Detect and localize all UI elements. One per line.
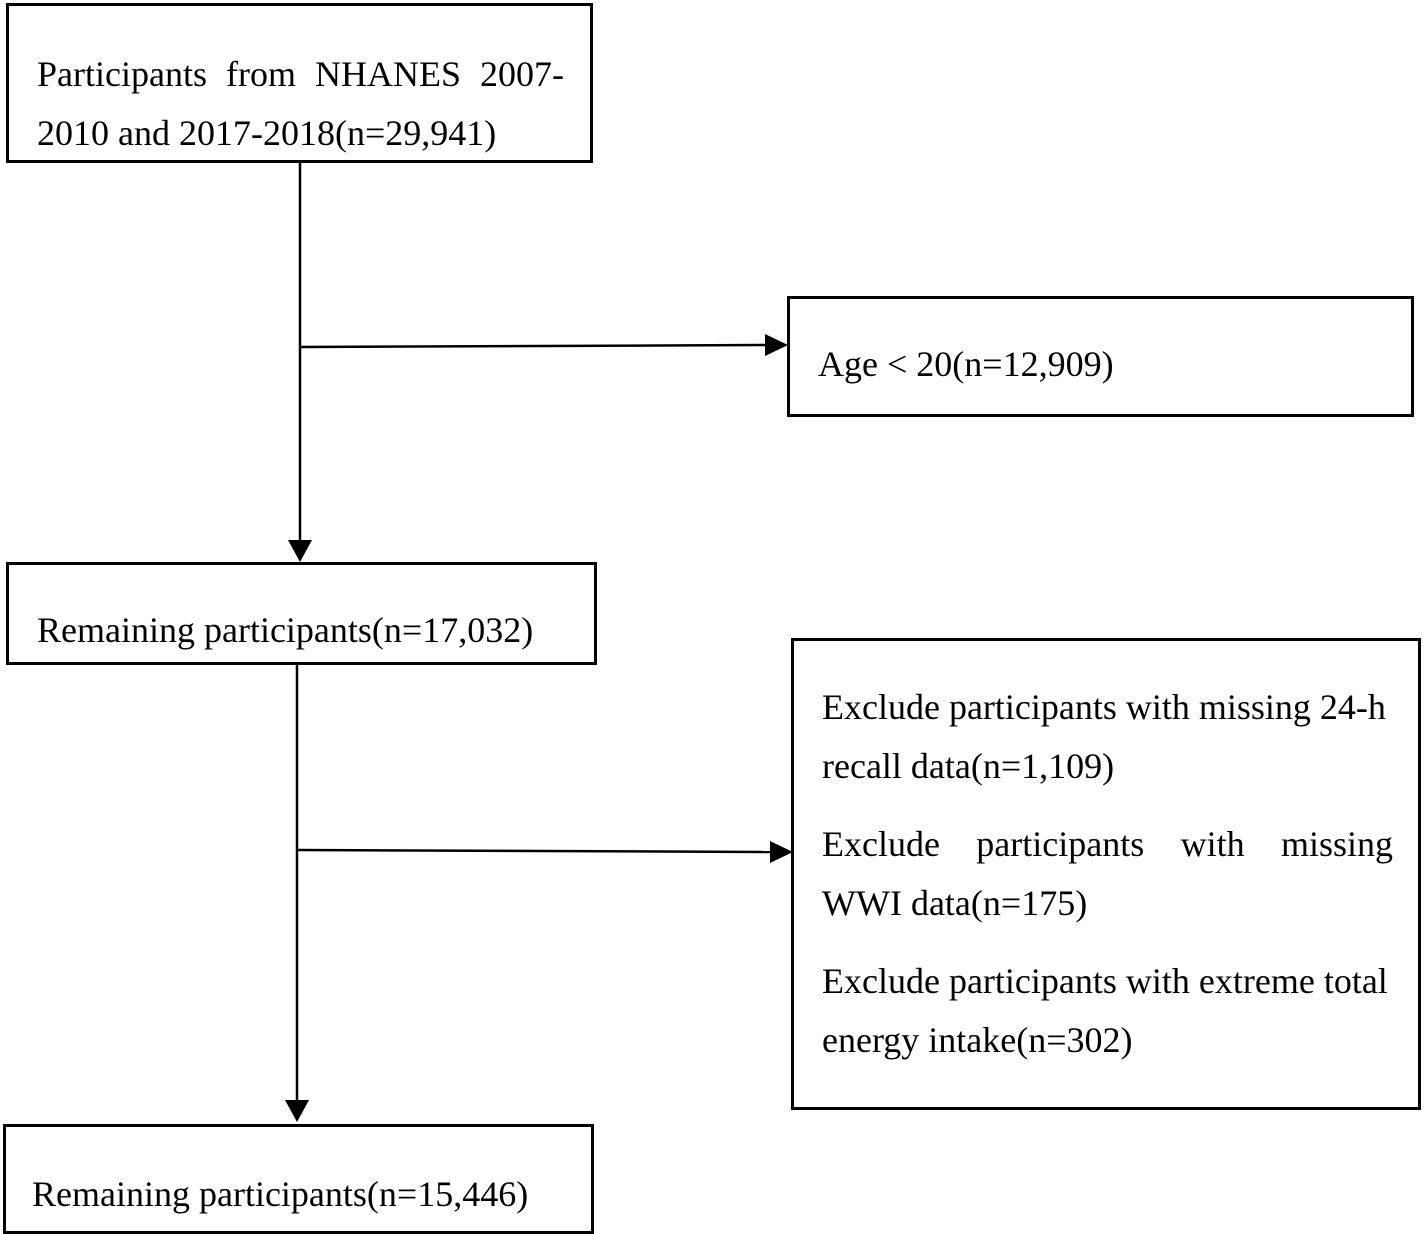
exclusion-item2-line1: Exclude participants with missing — [822, 824, 1393, 864]
exclusion-item2-line2: WWI data(n=175) — [822, 883, 1088, 923]
arrowhead-to-remaining2 — [285, 1100, 309, 1122]
exclusion-item1-line1: Exclude participants with missing 24-h — [822, 687, 1386, 727]
exclusion-multi-box: Exclude participants with missing 24-h r… — [791, 638, 1421, 1110]
exclusion-item3-line2: energy intake(n=302) — [822, 1020, 1133, 1060]
start-box: Participants from NHANES 2007- 2010 and … — [6, 3, 593, 163]
start-box-line2: 2010 and 2017-2018(n=29,941) — [37, 113, 497, 153]
arrowhead-to-multi-box — [770, 841, 793, 863]
exclusion-item1-line2: recall data(n=1,109) — [822, 746, 1115, 786]
remaining-participants-box-2: Remaining participants(n=15,446) — [3, 1124, 594, 1234]
exclusion-item3-line1: Exclude participants with extreme total — [822, 961, 1388, 1001]
connector-branch-age — [299, 343, 771, 349]
exclusion-age-text: Age < 20(n=12,909) — [818, 344, 1114, 384]
remaining-participants-box-1: Remaining participants(n=17,032) — [6, 562, 597, 665]
remaining-1-text: Remaining participants(n=17,032) — [37, 610, 534, 650]
exclusion-age-box: Age < 20(n=12,909) — [787, 296, 1414, 417]
connector-branch-multi — [297, 848, 775, 854]
remaining-2-text: Remaining participants(n=15,446) — [32, 1174, 529, 1214]
start-box-line1: Participants from NHANES 2007- — [37, 54, 564, 94]
arrowhead-to-remaining1 — [288, 540, 312, 562]
arrowhead-to-age-box — [765, 334, 788, 356]
